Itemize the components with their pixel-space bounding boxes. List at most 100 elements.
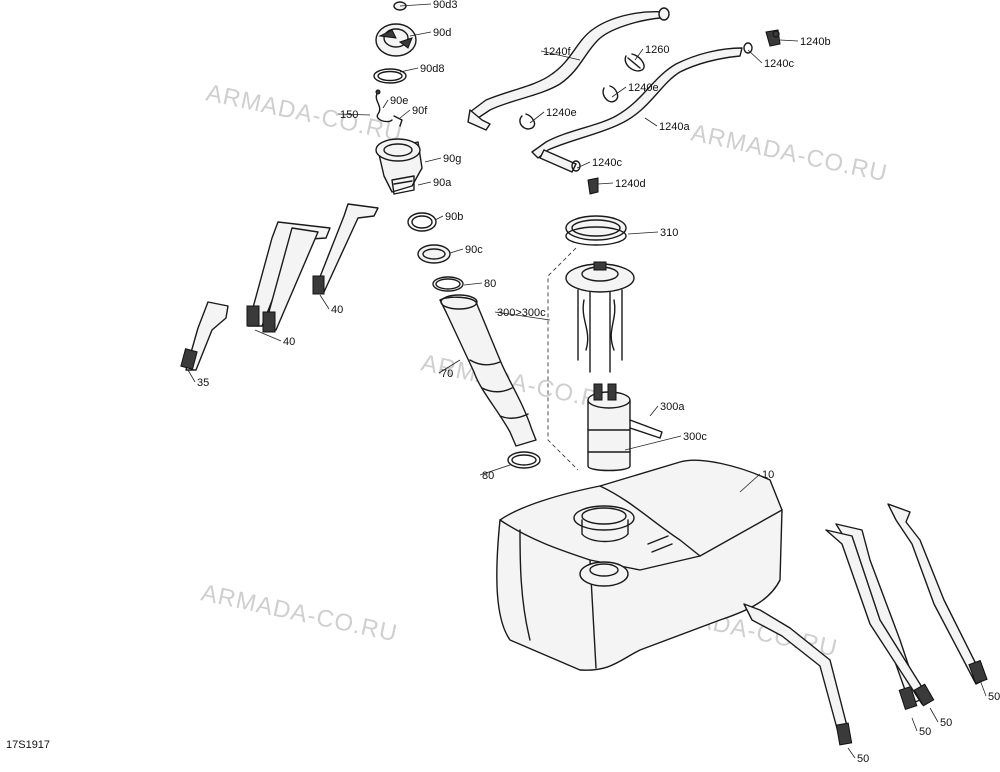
label-50c: 50 (919, 726, 931, 738)
leader-1240a (644, 117, 658, 127)
part-labels: 90d390d90d815090e90f90g90a90b90c80708040… (197, 0, 1000, 765)
strap-50-b (825, 523, 935, 710)
valve-1240d (587, 177, 599, 195)
leader-300_300c (494, 311, 551, 321)
label-90d8: 90d8 (420, 63, 444, 75)
label-40a: 40 (331, 304, 343, 316)
label-1240e_b: 1240e (546, 107, 577, 119)
label-1240b: 1240b (800, 36, 831, 48)
leader-50b (929, 707, 939, 723)
label-1240e_a: 1240e (628, 82, 659, 94)
label-90f: 90f (412, 105, 428, 117)
strap-40-b (312, 203, 379, 295)
pump-flange-300 (565, 261, 635, 373)
watermark-4: ARMADA-CO.RU (199, 579, 400, 647)
seal-90c (417, 244, 451, 264)
filler-cap-90d (375, 23, 417, 57)
leader-lines (187, 3, 987, 759)
label-50b: 50 (940, 717, 952, 729)
label-80a: 80 (484, 278, 496, 290)
label-10: 10 (762, 469, 774, 481)
label-90d3: 90d3 (433, 0, 457, 11)
label-40b: 40 (283, 336, 295, 348)
label-1260: 1260 (645, 44, 669, 56)
leader-90b (434, 215, 444, 221)
label-90g: 90g (443, 153, 461, 165)
label-310: 310 (660, 227, 678, 239)
leader-300a (649, 405, 659, 417)
filler-hose-70 (439, 294, 537, 447)
fitting-1240b (765, 29, 781, 47)
leader-40b (254, 329, 282, 342)
clamp-80-lower (507, 451, 541, 469)
leader-50c (911, 717, 918, 732)
clamp-1240e-b (519, 113, 536, 130)
strap-35 (180, 301, 229, 371)
label-1240d: 1240d (615, 178, 646, 190)
clamp-1240e-a (602, 85, 619, 103)
label-50d: 50 (857, 753, 869, 765)
watermark-2: ARMADA-CO.RU (689, 119, 890, 187)
leader-90e (382, 99, 389, 109)
leader-1260 (634, 48, 644, 61)
leader-90c (449, 248, 464, 254)
clamp-1240c-a (743, 42, 753, 54)
label-300_300c: 300>300c (497, 307, 546, 319)
diagram-code: 17S1917 (6, 739, 50, 751)
label-80b: 80 (482, 470, 494, 482)
leader-310 (627, 231, 659, 235)
leader-300c (624, 435, 682, 451)
label-90e: 90e (390, 95, 408, 107)
label-35: 35 (197, 377, 209, 389)
leader-90d3 (399, 3, 432, 7)
leader-90d8 (399, 67, 419, 73)
leader-80a (463, 282, 483, 286)
lock-ring-310 (565, 215, 627, 246)
label-300c: 300c (683, 431, 707, 443)
leader-80b (479, 464, 511, 476)
clip-90f (393, 115, 403, 127)
leader-1240e_a (611, 86, 627, 98)
o-ring-90d8 (373, 68, 407, 84)
label-1240c_b: 1240c (592, 157, 622, 169)
strap-50-c (743, 603, 853, 746)
leader-10 (739, 473, 761, 493)
tether-90e (375, 89, 393, 123)
leader-50d (847, 747, 856, 759)
module-dashed-outline (547, 247, 579, 471)
strap-40-a (246, 221, 331, 333)
leader-1240c_a (747, 49, 763, 64)
leader-90f (399, 109, 411, 119)
watermark-1: ARMADA-CO.RU (204, 79, 405, 147)
clamp-1260 (624, 53, 645, 72)
clamp-80-upper (432, 276, 464, 292)
leader-90g (424, 157, 442, 163)
label-1240a: 1240a (659, 121, 690, 133)
label-300a: 300a (660, 401, 685, 413)
leader-35 (187, 369, 196, 383)
leader-70 (438, 359, 461, 374)
vent-hose-1240f (467, 7, 670, 131)
leader-1240b (779, 39, 799, 42)
label-50a: 50 (988, 691, 1000, 703)
label-90d: 90d (433, 27, 451, 39)
label-150: 150 (340, 109, 358, 121)
leader-1240f (540, 50, 581, 61)
fuel-tank-10 (496, 459, 783, 671)
leader-1240c_b (576, 161, 591, 169)
pump-assembly-300a (587, 383, 663, 472)
leader-90a (417, 181, 432, 186)
filler-neck-90a-90g (375, 138, 423, 195)
leader-150 (337, 113, 371, 116)
leader-1240d (597, 182, 614, 185)
clamp-1240c-b (571, 160, 581, 172)
label-1240f: 1240f (543, 46, 571, 58)
leader-90d (409, 31, 432, 37)
label-90a: 90a (433, 177, 452, 189)
seal-90b (407, 212, 437, 232)
label-1240c_a: 1240c (764, 58, 794, 70)
leader-1240e_b (529, 111, 545, 124)
label-90b: 90b (445, 211, 463, 223)
